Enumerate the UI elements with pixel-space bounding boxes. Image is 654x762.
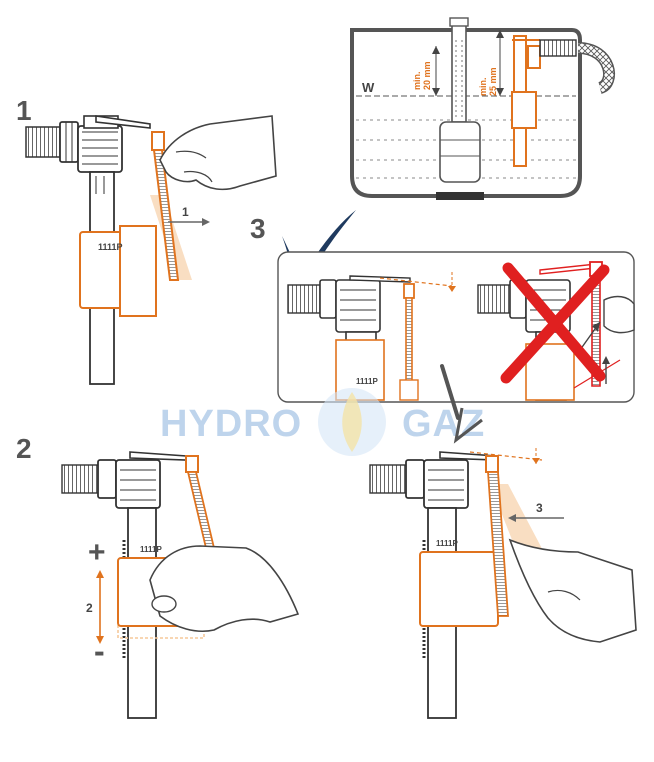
hand-wrong-position: [603, 295, 635, 334]
svg-text:1111P: 1111P: [140, 545, 162, 554]
hand-step-2: [149, 545, 300, 632]
cistern-cross-section: W min. 20 mm min. 25 mm: [350, 17, 615, 200]
min-label-b: min.: [478, 77, 488, 96]
step-3-result-panel: 1111P 3: [369, 448, 637, 719]
watermark-text-right: GAZ: [402, 403, 485, 445]
rod-knob: [151, 131, 165, 151]
raise-sign: +: [88, 536, 106, 569]
flush-valve: [439, 121, 481, 183]
pull-arrow-label: 1: [182, 205, 189, 219]
rod-motion-ghost-3: [490, 484, 548, 560]
lower-sign: -: [94, 633, 105, 669]
lever-arm: [95, 115, 151, 129]
step-2-panel: 2 1111P + - 2: [16, 433, 300, 719]
float-clip: [119, 225, 157, 317]
min-distance-20mm: 20 mm: [422, 61, 432, 90]
step-2-number: 2: [16, 433, 32, 464]
step-3-comparison-box: 1111P: [277, 251, 635, 403]
push-arrow-label: 3: [536, 501, 543, 515]
watermark-logo: HYDRO GAZ: [160, 388, 485, 456]
hand-step-3: [508, 538, 637, 643]
inlet-nut: [59, 121, 79, 163]
height-adjust-label: 2: [86, 601, 93, 615]
step-3-pointer: [440, 364, 460, 420]
adjusting-rod: [152, 149, 180, 281]
water-level-label: W: [362, 80, 375, 95]
min-label-a: min.: [412, 71, 422, 90]
threaded-inlet: [25, 126, 61, 158]
overflow-tube: [451, 21, 467, 123]
correct-checkmark: [282, 210, 356, 289]
watermark-text-left: HYDRO: [160, 403, 302, 445]
step-3-number: 3: [250, 213, 266, 244]
flush-outlet: [436, 192, 484, 200]
svg-text:1111P: 1111P: [98, 242, 123, 252]
valve-head: [77, 125, 123, 173]
step-1-panel: 1 1111P 1: [16, 95, 277, 385]
min-distance-25mm: 25 mm: [488, 67, 498, 96]
float-cup-3: [419, 551, 499, 627]
svg-text:1111P: 1111P: [356, 377, 378, 386]
comparison-frame: [277, 251, 635, 403]
tank-fill-valve-float: [511, 91, 537, 129]
hand-step-1: [159, 115, 277, 191]
tank-inlet-thread: [539, 39, 577, 57]
step-1-number: 1: [16, 95, 32, 126]
adjusting-rod-3: [487, 471, 509, 617]
svg-text:1111P: 1111P: [436, 539, 458, 548]
